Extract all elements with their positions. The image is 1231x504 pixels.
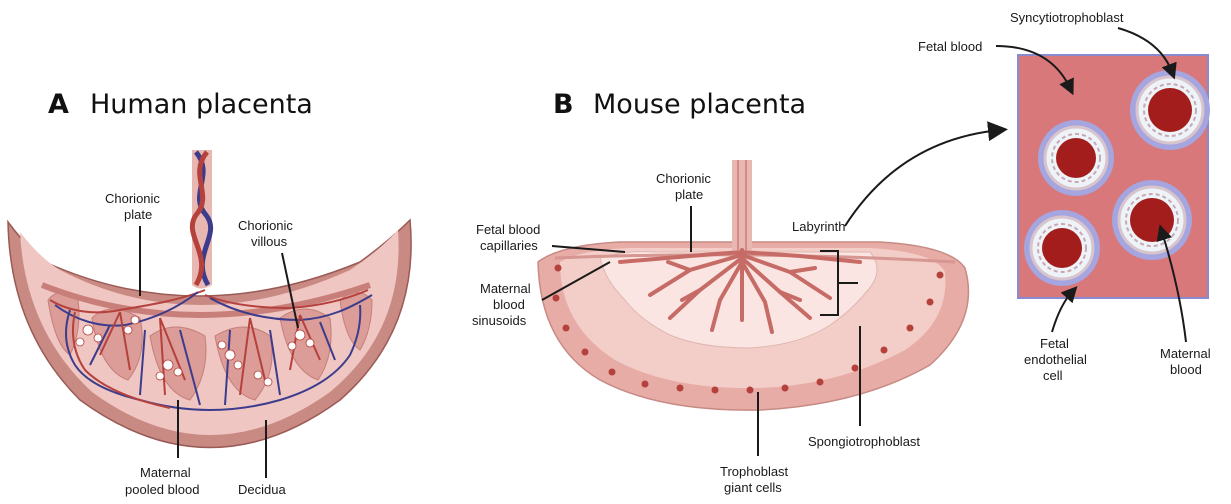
blood-space-2 bbox=[1130, 70, 1210, 150]
label-chorionic-villous: Chorionic bbox=[238, 218, 293, 233]
panel-a: A Human placenta bbox=[8, 89, 411, 497]
umbilical-cord-b bbox=[732, 160, 752, 250]
blood-space-3 bbox=[1112, 180, 1192, 260]
label-chorionic-plate-a-line2: plate bbox=[124, 207, 152, 222]
label-decidua: Decidua bbox=[238, 482, 286, 497]
blood-space-1 bbox=[1038, 120, 1114, 196]
label-fetal-capillaries-line2: capillaries bbox=[480, 238, 538, 253]
panel-b: B Mouse placenta bbox=[472, 89, 1000, 495]
label-chorionic-plate-a: Chorionic bbox=[105, 191, 160, 206]
label-maternal-sinusoids: Maternal bbox=[480, 281, 531, 296]
label-fetal-endothelial-line3: cell bbox=[1043, 368, 1063, 383]
blood-space-4 bbox=[1024, 210, 1100, 286]
label-maternal-sinusoids-line2: blood bbox=[493, 297, 525, 312]
panel-b-title: Mouse placenta bbox=[593, 89, 806, 120]
panel-a-letter: A bbox=[48, 89, 69, 120]
label-syncytiotrophoblast: Syncytiotrophoblast bbox=[1010, 10, 1124, 25]
label-maternal-blood-line2: blood bbox=[1170, 362, 1202, 377]
panel-a-title: Human placenta bbox=[90, 89, 313, 120]
labyrinth-inset: Syncytiotrophoblast Fetal blood Fetal en… bbox=[918, 10, 1211, 383]
label-fetal-endothelial-line2: endothelial bbox=[1024, 352, 1087, 367]
label-spongiotrophoblast: Spongiotrophoblast bbox=[808, 434, 920, 449]
label-maternal-sinusoids-line3: sinusoids bbox=[472, 313, 527, 328]
label-fetal-capillaries: Fetal blood bbox=[476, 222, 540, 237]
label-maternal-pooled: Maternal bbox=[140, 465, 191, 480]
label-labyrinth: Labyrinth bbox=[792, 219, 845, 234]
umbilical-cord bbox=[192, 150, 212, 289]
label-trophoblast-giant-line2: giant cells bbox=[724, 480, 782, 495]
label-chorionic-plate-b-line2: plate bbox=[675, 187, 703, 202]
label-trophoblast-giant: Trophoblast bbox=[720, 464, 789, 479]
arrow-labyrinth-to-inset bbox=[845, 130, 1000, 226]
label-chorionic-villous-line2: villous bbox=[251, 234, 288, 249]
label-maternal-pooled-line2: pooled blood bbox=[125, 482, 199, 497]
label-fetal-endothelial: Fetal bbox=[1040, 336, 1069, 351]
label-maternal-blood: Maternal bbox=[1160, 346, 1211, 361]
label-fetal-blood: Fetal blood bbox=[918, 39, 982, 54]
panel-b-letter: B bbox=[553, 89, 574, 120]
label-chorionic-plate-b: Chorionic bbox=[656, 171, 711, 186]
